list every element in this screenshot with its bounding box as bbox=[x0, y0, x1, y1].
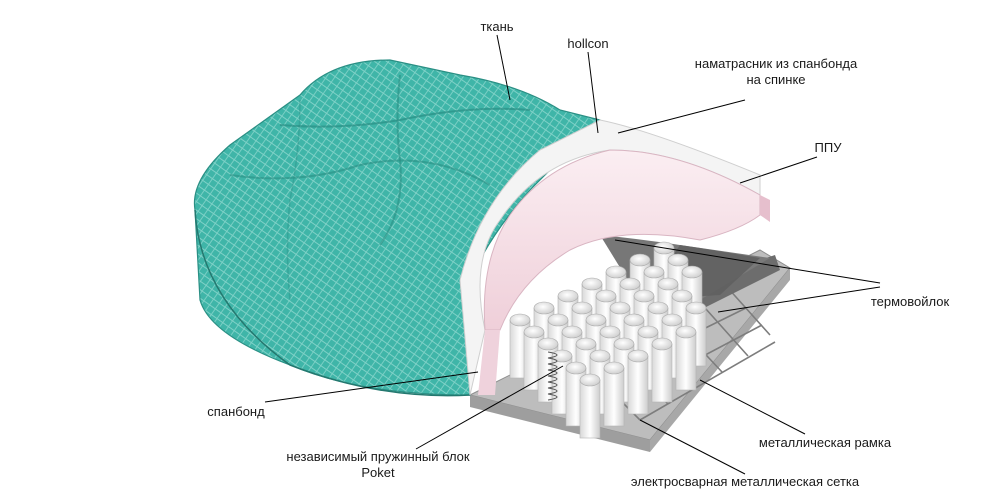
spring-pocket-top bbox=[605, 265, 627, 279]
spring-pocket-top bbox=[619, 277, 641, 291]
label-topper-line1: наматрасник из спанбонда bbox=[694, 56, 858, 71]
spring-pocket-top bbox=[651, 337, 673, 351]
spring-pocket-top bbox=[599, 325, 621, 339]
label-felt: термовойлок bbox=[870, 294, 950, 309]
spring-pocket-top bbox=[557, 289, 579, 303]
label-hollcon: hollcon bbox=[567, 36, 609, 51]
spring-pocket-top bbox=[629, 253, 651, 267]
spring-pocket-top bbox=[609, 301, 631, 315]
spring-pocket bbox=[627, 355, 649, 415]
spring-pocket-top bbox=[637, 325, 659, 339]
spring-pocket-top bbox=[675, 325, 697, 339]
spring-pocket bbox=[675, 331, 697, 391]
label-foam: ППУ bbox=[814, 140, 842, 155]
spring-pocket-top bbox=[603, 361, 625, 375]
spring-pocket-top bbox=[633, 289, 655, 303]
spring-pocket-top bbox=[523, 325, 545, 339]
spring-pocket-top bbox=[551, 349, 573, 363]
spring-pocket bbox=[603, 367, 625, 427]
label-spring-block: независимый пружинный блок Poket bbox=[266, 449, 490, 481]
label-topper-line2: на спинке bbox=[746, 72, 806, 87]
spring-pocket-top bbox=[575, 337, 597, 351]
spring-pocket-top bbox=[623, 313, 645, 327]
foam-layer bbox=[478, 149, 770, 395]
spring-pocket-top bbox=[565, 361, 587, 375]
spring-pocket-top bbox=[595, 289, 617, 303]
label-spring-block-line1: независимый пружинный блок bbox=[286, 449, 470, 464]
spring-pocket-top bbox=[589, 349, 611, 363]
label-metal-frame: металлическая рамка bbox=[758, 435, 892, 450]
spring-pocket-top bbox=[681, 265, 703, 279]
spring-pocket-top bbox=[547, 313, 569, 327]
spring-pocket-top bbox=[671, 289, 693, 303]
spring-pocket-top bbox=[585, 313, 607, 327]
fabric-cover bbox=[193, 59, 601, 397]
leader-lines bbox=[264, 34, 881, 475]
spring-pocket-top bbox=[579, 373, 601, 387]
spring-pocket-top bbox=[571, 301, 593, 315]
label-spunbond: спанбонд bbox=[207, 404, 265, 419]
spring-pocket-top bbox=[647, 301, 669, 315]
spring-pocket-top bbox=[537, 337, 559, 351]
spring-pocket-top bbox=[561, 325, 583, 339]
spring-pocket bbox=[651, 343, 673, 403]
hollcon-layer bbox=[459, 119, 761, 396]
spring-pocket-top bbox=[685, 301, 707, 315]
spring-pocket-top bbox=[661, 313, 683, 327]
spring-pocket bbox=[579, 379, 601, 439]
spring-pocket-top bbox=[657, 277, 679, 291]
label-fabric: ткань bbox=[480, 19, 514, 34]
spring-pocket-top bbox=[613, 337, 635, 351]
label-spring-block-line2: Poket bbox=[361, 465, 395, 480]
spring-block bbox=[509, 241, 707, 439]
spring-pocket-top bbox=[667, 253, 689, 267]
spring-pocket-top bbox=[533, 301, 555, 315]
spring-pocket-top bbox=[581, 277, 603, 291]
spring-pocket-top bbox=[509, 313, 531, 327]
spring-pocket-top bbox=[627, 349, 649, 363]
spring-pocket-top bbox=[643, 265, 665, 279]
label-welded-mesh: электросварная металлическая сетка bbox=[630, 474, 860, 489]
spring-coil bbox=[547, 351, 558, 401]
label-topper: наматрасник из спанбонда на спинке bbox=[676, 56, 876, 88]
